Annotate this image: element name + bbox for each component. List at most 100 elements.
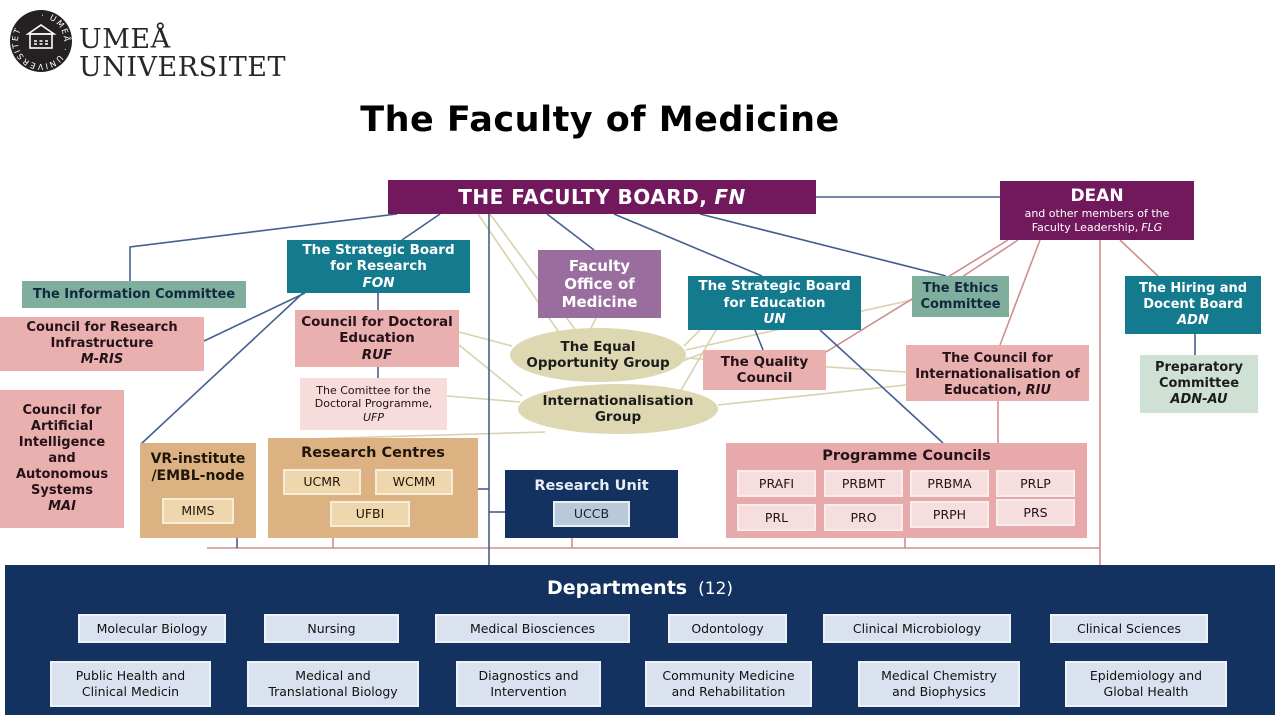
preparatory-committee-abbr: ADN-AU <box>1170 391 1228 407</box>
dept-label: Odontology <box>691 620 764 636</box>
uccb-unit-box: UCCB <box>553 501 630 527</box>
strategic-board-education-box: The Strategic Board for Education UN <box>688 276 861 330</box>
pro-label: PRO <box>850 509 877 525</box>
doctoral-education-council-box: Council for Doctoral Education RUF <box>295 310 459 367</box>
departments-count: (12) <box>698 579 734 599</box>
faculty-board-box: THE FACULTY BOARD, FN <box>388 180 816 214</box>
university-seal-icon: · UMEÅ · UNIVERSITET <box>10 10 72 72</box>
university-wordmark: UMEÅ UNIVERSITET <box>79 24 286 83</box>
doctoral-programme-abbr: UFP <box>362 410 384 424</box>
ai-council-label: Council for Artificial Intelligence and … <box>15 403 109 498</box>
ufbi-unit-box: UFBI <box>330 501 410 527</box>
dept-community-medicine: Community Medicine and Rehabilitation <box>645 661 812 707</box>
equal-opportunity-label: The Equal Opportunity Group <box>526 338 670 371</box>
prafi-label: PRAFI <box>758 475 795 491</box>
ethics-committee-label: The Ethics Committee <box>920 280 1001 312</box>
page-title: The Faculty of Medicine <box>360 100 840 140</box>
dept-nursing: Nursing <box>264 614 399 643</box>
research-unit-label: Research Unit <box>534 478 649 494</box>
departments-heading-label: Departments <box>546 577 688 599</box>
wcmm-label: WCMM <box>392 474 436 490</box>
research-infrastructure-council-box: Council for Research Infrastructure M-RI… <box>0 317 204 371</box>
dept-label: Molecular Biology <box>96 620 208 636</box>
dept-label: Nursing <box>307 620 356 636</box>
hiring-docent-label: The Hiring and Docent Board <box>1138 281 1248 313</box>
dean-title: DEAN <box>1070 185 1124 206</box>
dean-box: DEAN and other members of the Faculty Le… <box>1000 181 1194 240</box>
prs-label: PRS <box>1023 504 1048 520</box>
dept-medical-translational-biology: Medical and Translational Biology <box>247 661 419 707</box>
doctoral-programme-label: The Comittee for the Doctoral Programme, <box>314 383 433 411</box>
departments-heading: Departments (12) <box>547 577 733 600</box>
preparatory-committee-label: Preparatory Committee <box>1154 360 1244 392</box>
dept-epidemiology: Epidemiology and Global Health <box>1065 661 1227 707</box>
vr-institute-box: VR-institute /EMBL-node MIMS <box>140 443 256 538</box>
faculty-office-box: Faculty Office of Medicine <box>538 250 661 318</box>
mims-label: MIMS <box>181 503 215 519</box>
internationalisation-group-ellipse: Internationalisation Group <box>518 384 718 434</box>
programme-councils-box: Programme Councils PRAFI PRBMT PRBMA PRL… <box>726 443 1087 538</box>
ucmr-unit-box: UCMR <box>283 469 361 495</box>
strategic-board-research-label: The Strategic Board for Research <box>302 241 455 275</box>
doctoral-education-abbr: RUF <box>361 346 393 363</box>
departments-section: Departments (12) Molecular Biology Nursi… <box>5 565 1275 715</box>
ufbi-label: UFBI <box>355 506 385 522</box>
dept-label: Medical Biosciences <box>469 620 596 636</box>
dean-subtitle: and other members of the Faculty Leaders… <box>1024 206 1170 234</box>
uccb-label: UCCB <box>573 506 610 522</box>
dept-label: Community Medicine and Rehabilitation <box>662 668 795 699</box>
dept-clinical-sciences: Clinical Sciences <box>1050 614 1208 643</box>
dept-label: Epidemiology and Global Health <box>1089 668 1203 699</box>
mims-unit-box: MIMS <box>162 498 234 524</box>
prbma-box: PRBMA <box>910 470 989 497</box>
programme-councils-label: Programme Councils <box>822 448 991 464</box>
prbma-label: PRBMA <box>927 475 972 491</box>
faculty-board-abbr: FN <box>714 184 746 209</box>
faculty-office-label: Faculty Office of Medicine <box>561 256 638 312</box>
dept-medical-chemistry: Medical Chemistry and Biophysics <box>858 661 1020 707</box>
prafi-box: PRAFI <box>737 470 816 497</box>
dept-label: Clinical Microbiology <box>852 620 982 636</box>
preparatory-committee-box: Preparatory Committee ADN-AU <box>1140 355 1258 413</box>
information-committee-label: The Information Committee <box>32 286 236 302</box>
prs-box: PRS <box>996 499 1075 526</box>
dept-diagnostics-intervention: Diagnostics and Intervention <box>456 661 601 707</box>
prph-label: PRPH <box>932 506 967 522</box>
dept-odontology: Odontology <box>668 614 787 643</box>
faculty-board-label: THE FACULTY BOARD, <box>458 184 708 209</box>
strategic-board-education-label: The Strategic Board for Education <box>698 278 851 311</box>
doctoral-education-label: Council for Doctoral Education <box>301 313 453 347</box>
dept-public-health: Public Health and Clinical Medicin <box>50 661 211 707</box>
research-infrastructure-abbr: M-RIS <box>80 351 124 367</box>
prlp-label: PRLP <box>1020 475 1051 491</box>
doctoral-programme-committee-box: The Comittee for the Doctoral Programme,… <box>300 378 447 430</box>
prbmt-box: PRBMT <box>824 470 903 497</box>
prlp-box: PRLP <box>996 470 1075 497</box>
prl-label: PRL <box>764 509 789 525</box>
vr-institute-label: VR-institute /EMBL-node <box>150 451 246 485</box>
hiring-docent-abbr: ADN <box>1177 312 1209 328</box>
strategic-board-research-box: The Strategic Board for Research FON <box>287 240 470 293</box>
information-committee-box: The Information Committee <box>22 281 246 308</box>
dept-clinical-microbiology: Clinical Microbiology <box>823 614 1011 643</box>
strategic-board-education-abbr: UN <box>763 311 786 328</box>
research-infrastructure-label: Council for Research Infrastructure <box>26 320 178 352</box>
ethics-committee-box: The Ethics Committee <box>912 276 1009 317</box>
pro-box: PRO <box>824 504 903 531</box>
dept-label: Clinical Sciences <box>1076 620 1182 636</box>
prph-box: PRPH <box>910 501 989 528</box>
internationalisation-education-council-box: The Council for Internationalisation of … <box>906 345 1089 401</box>
dept-label: Diagnostics and Intervention <box>478 668 579 699</box>
dept-label: Medical and Translational Biology <box>268 668 398 699</box>
dean-abbr: FLG <box>1141 220 1163 234</box>
ai-council-box: Council for Artificial Intelligence and … <box>0 390 124 528</box>
quality-council-label: The Quality Council <box>720 353 809 386</box>
research-centres-box: Research Centres UCMR WCMM UFBI <box>268 438 478 538</box>
ucmr-label: UCMR <box>303 474 341 490</box>
equal-opportunity-group-ellipse: The Equal Opportunity Group <box>510 328 686 382</box>
internationalisation-label: Internationalisation Group <box>542 392 694 425</box>
dept-medical-biosciences: Medical Biosciences <box>435 614 630 643</box>
quality-council-box: The Quality Council <box>703 350 826 390</box>
prl-box: PRL <box>737 504 816 531</box>
